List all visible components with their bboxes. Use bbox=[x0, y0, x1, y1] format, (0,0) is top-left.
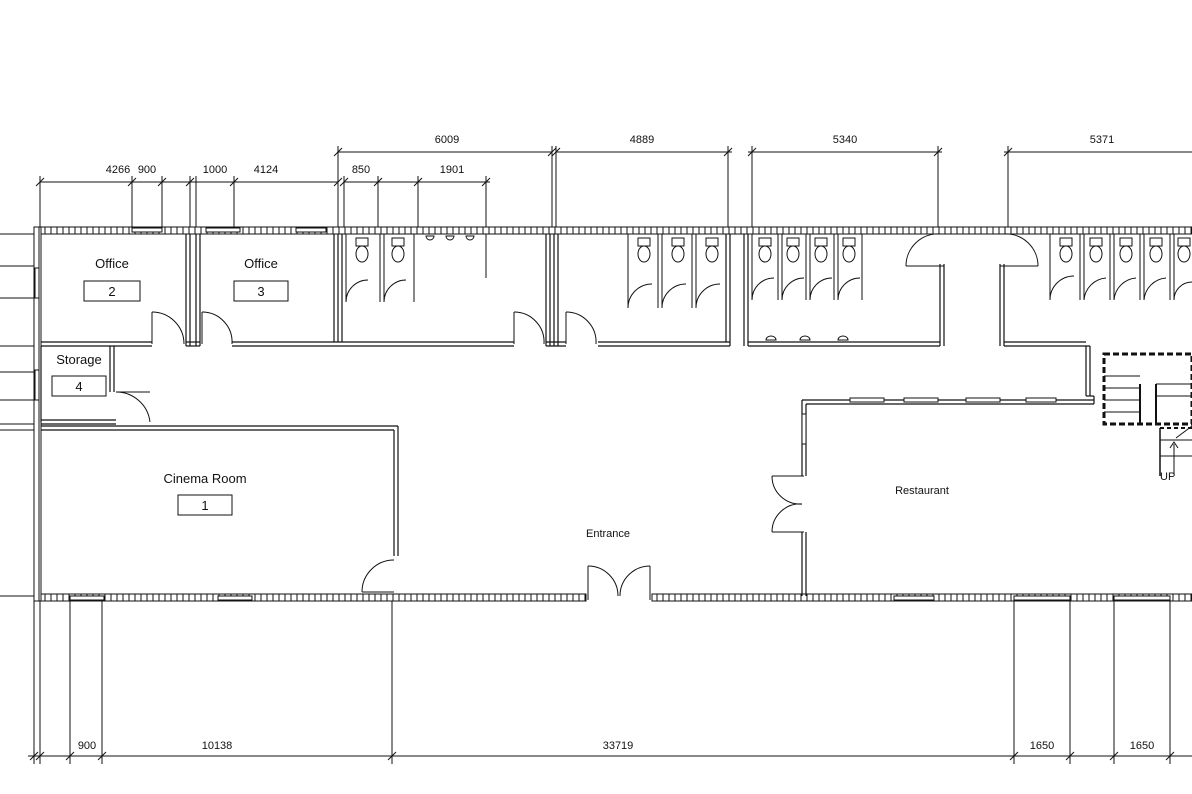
dim-top-4: 850 bbox=[352, 164, 370, 176]
dim-top-8: 5340 bbox=[833, 134, 857, 146]
dim-top-2: 1000 bbox=[203, 164, 227, 176]
dim-top-7: 4889 bbox=[630, 134, 654, 146]
entrance-name: Entrance bbox=[586, 528, 630, 540]
dim-top-0: 4266 bbox=[106, 164, 130, 176]
dim-top-6: 6009 bbox=[435, 134, 459, 146]
stair-up-label: UP bbox=[1160, 471, 1175, 483]
dim-bottom-3: 1650 bbox=[1030, 740, 1054, 752]
cinema-number: 1 bbox=[201, 498, 208, 513]
exterior-walls bbox=[33, 226, 1192, 602]
room-office-2: Office 2 bbox=[83, 256, 141, 302]
toilets-middle bbox=[627, 234, 727, 309]
dim-bottom-2: 33719 bbox=[603, 740, 634, 752]
room-cinema: Cinema Room 1 bbox=[163, 471, 247, 516]
storage-name: Storage bbox=[56, 352, 102, 367]
office-3-number: 3 bbox=[257, 284, 264, 299]
top-dimension-labels: 4266 900 1000 4124 850 1901 6009 4889 53… bbox=[106, 134, 1114, 176]
stair bbox=[1102, 352, 1192, 476]
left-stubs bbox=[0, 233, 34, 597]
dim-top-5: 1901 bbox=[440, 164, 464, 176]
toilets-right bbox=[1049, 234, 1192, 301]
office-3-name: Office bbox=[244, 256, 278, 271]
restaurant-name: Restaurant bbox=[895, 485, 949, 497]
storage-number: 4 bbox=[75, 379, 82, 394]
dim-top-1: 900 bbox=[138, 164, 156, 176]
dim-bottom-0: 900 bbox=[78, 740, 96, 752]
office-2-number: 2 bbox=[108, 284, 115, 299]
room-office-3: Office 3 bbox=[233, 256, 289, 302]
office-2-name: Office bbox=[95, 256, 129, 271]
bottom-dimension-labels: 900 10138 33719 1650 1650 bbox=[78, 740, 1154, 752]
dim-bottom-1: 10138 bbox=[202, 740, 233, 752]
dim-bottom-4: 1650 bbox=[1130, 740, 1154, 752]
bottom-dimensions bbox=[28, 601, 1192, 764]
toilets-left bbox=[345, 234, 475, 303]
cinema-name: Cinema Room bbox=[163, 471, 246, 486]
dim-top-3: 4124 bbox=[254, 164, 278, 176]
toilets-right-center bbox=[751, 234, 863, 341]
dim-top-9: 5371 bbox=[1090, 134, 1114, 146]
interior-walls bbox=[40, 234, 1095, 596]
room-storage: Storage 4 bbox=[51, 352, 107, 397]
doors bbox=[115, 233, 1039, 600]
